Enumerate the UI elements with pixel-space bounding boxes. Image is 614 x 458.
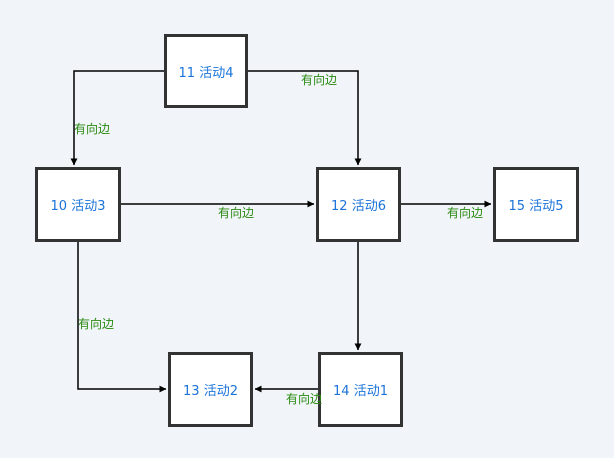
node-10-activity3[interactable]: 10 活动3 [35,167,121,242]
node-15-activity5[interactable]: 15 活动5 [493,167,579,242]
edge-label-11-12: 有向边 [301,73,338,87]
node-13-activity2[interactable]: 13 活动2 [168,352,253,427]
node-label: 12 活动6 [331,199,386,214]
edge-label-10-13: 有向边 [78,317,115,331]
edge-10-13[interactable] [77,242,167,393]
edge-label-14-13: 有向边 [286,392,323,406]
node-11-activity4[interactable]: 11 活动4 [164,34,248,108]
node-label: 11 活动4 [178,65,234,81]
node-label: 13 活动2 [183,384,238,399]
edge-11-12[interactable] [248,70,362,166]
edge-11-10[interactable] [70,70,164,166]
node-label: 10 活动3 [50,199,106,214]
edge-label-10-12: 有向边 [218,206,255,220]
node-label: 14 活动1 [333,384,388,399]
node-label: 15 活动5 [508,199,564,214]
node-14-activity1[interactable]: 14 活动1 [318,352,403,427]
edge-label-11-10: 有向边 [74,122,111,136]
node-12-activity6[interactable]: 12 活动6 [316,167,401,242]
edge-label-12-15: 有向边 [447,206,484,220]
